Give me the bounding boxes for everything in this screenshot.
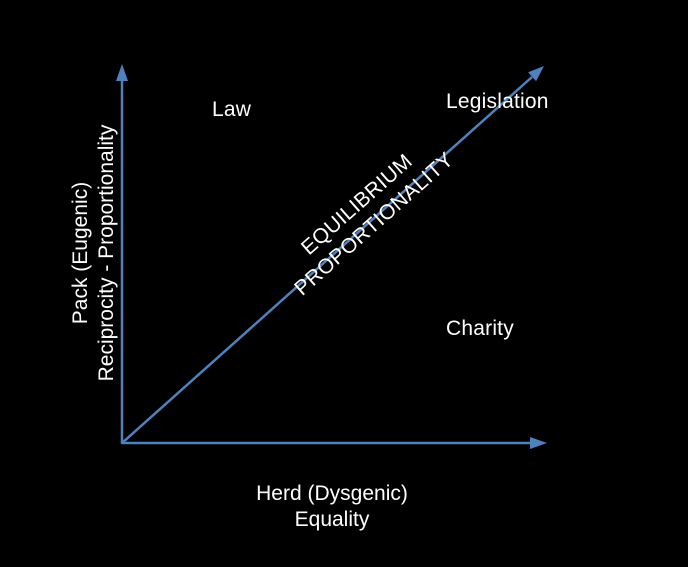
x-axis-label: Herd (Dysgenic) Equality bbox=[256, 481, 408, 534]
region-label-law: Law bbox=[212, 98, 252, 121]
region-label-charity: Charity bbox=[446, 317, 514, 340]
y-axis-label: Pack (Eugenic) Reciprocity - Proportiona… bbox=[68, 125, 121, 382]
x-axis-arrowhead-icon bbox=[530, 437, 547, 449]
y-axis-arrowhead-icon bbox=[116, 64, 128, 81]
y-axis-label-line2: Reciprocity - Proportionality bbox=[95, 124, 118, 382]
x-axis-label-line2: Equality bbox=[294, 508, 370, 532]
y-axis-label-line1: Pack (Eugenic) bbox=[68, 181, 92, 325]
diagonal-arrowhead-icon bbox=[528, 66, 544, 82]
diagonal-line bbox=[121, 76, 533, 444]
x-axis-label-line1: Herd (Dysgenic) bbox=[256, 482, 408, 505]
region-label-legislation: Legislation bbox=[446, 90, 549, 113]
